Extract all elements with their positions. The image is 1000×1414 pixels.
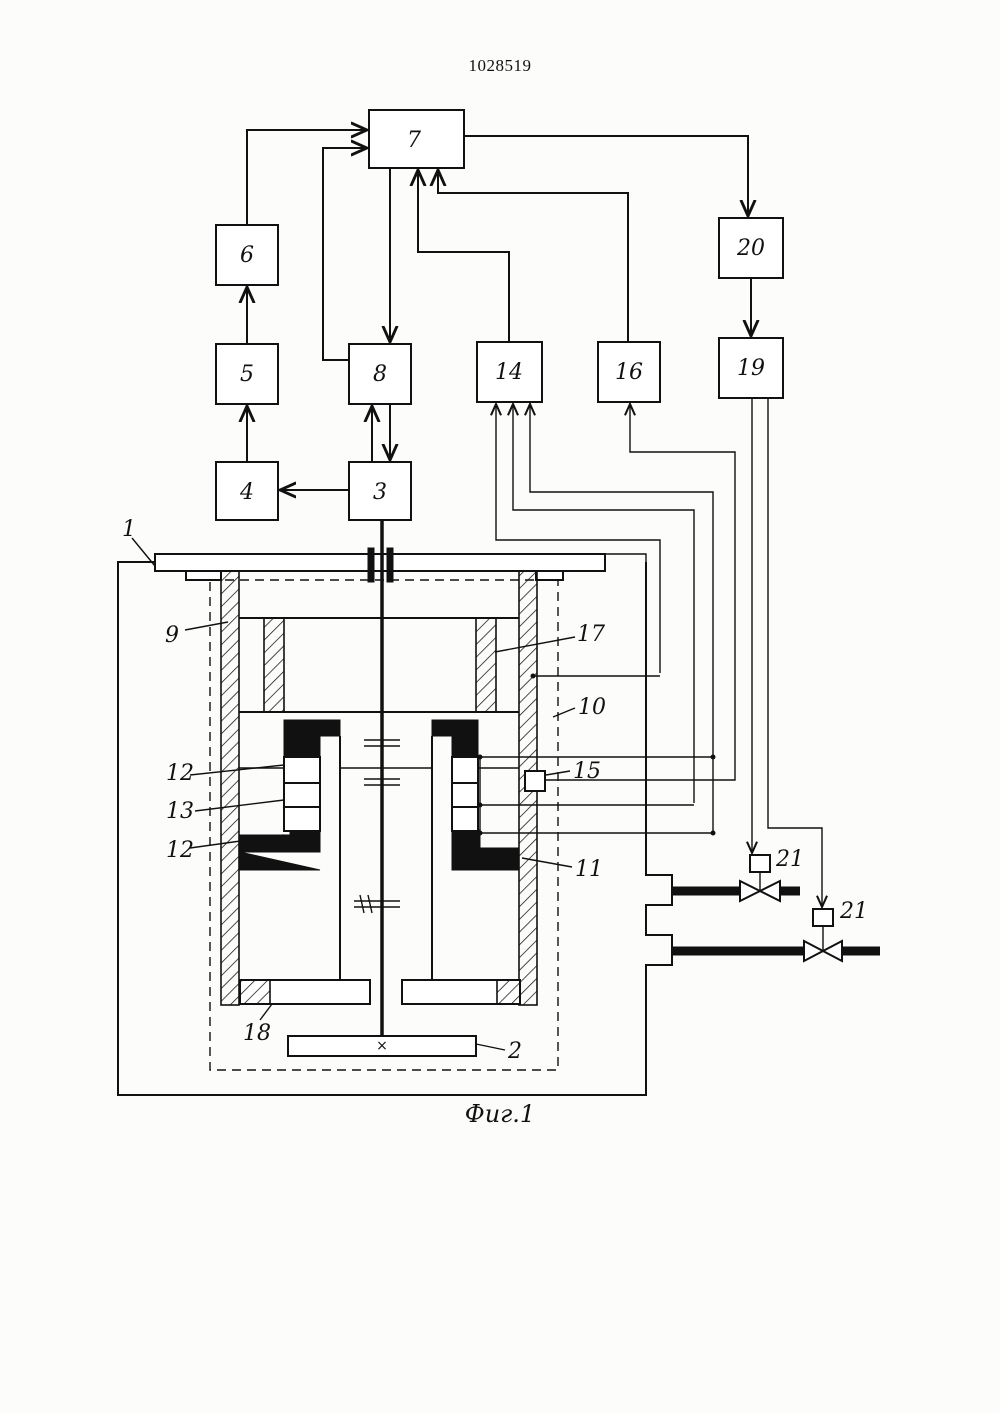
figure-caption: Фиг.1 [400,1100,600,1128]
block-5: 5 [216,344,278,404]
callout-10: 10 [578,695,606,720]
block-5-label: 5 [240,362,254,387]
leader-lines [132,538,575,1050]
callout-13: 13 [166,799,194,824]
block-6-label: 6 [240,243,254,268]
callout-1: 1 [122,517,136,542]
block-19: 19 [719,338,783,398]
block-6: 6 [216,225,278,285]
callout-21-upper: 21 [775,847,804,872]
svg-text:×: × [376,1038,388,1054]
callout-12-lower: 12 [166,838,194,863]
stirrer-2: × [288,1036,476,1056]
block-20: 20 [719,218,783,278]
block-14: 14 [477,342,542,402]
callout-17: 17 [577,622,605,647]
block-19-label: 19 [737,356,765,381]
block-16-label: 16 [615,360,643,385]
block-16: 16 [598,342,660,402]
block-8: 8 [349,344,411,404]
block-3: 3 [349,462,411,520]
block-7: 7 [369,110,464,168]
callout-12-upper: 12 [166,761,194,786]
callout-21-lower: 21 [839,899,868,924]
callout-15: 15 [573,759,601,784]
block-8-label: 8 [373,362,387,387]
block-14-label: 14 [495,360,523,385]
callout-18: 18 [243,1021,271,1046]
block-3-label: 3 [373,480,387,505]
block-4: 4 [216,462,278,520]
block-7-label: 7 [407,128,421,153]
block-20-label: 20 [736,236,765,261]
callout-9: 9 [165,623,179,648]
callout-2: 2 [507,1039,522,1064]
rotor-assembly [239,720,716,1004]
shaft [354,520,400,1038]
callout-11: 11 [575,857,603,882]
block-4-label: 4 [239,480,254,505]
